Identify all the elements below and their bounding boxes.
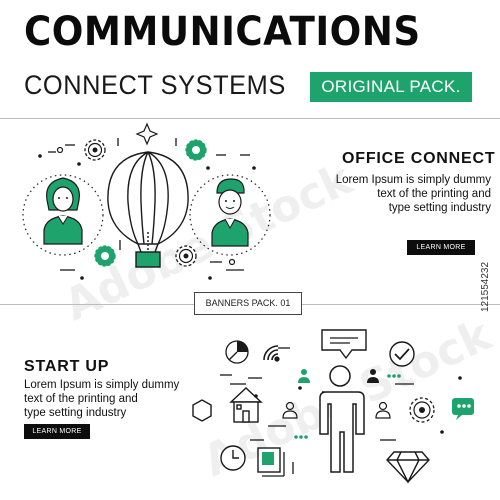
office-connect-text-line: type setting industry xyxy=(388,202,491,214)
checkmark-circle-icon xyxy=(389,341,415,367)
pie-chart-icon xyxy=(225,340,249,364)
gear-icon xyxy=(94,245,116,267)
page-title: COMMUNICATIONS xyxy=(24,9,421,55)
page-subtitle: CONNECT SYSTEMS xyxy=(24,70,286,100)
hexagon-icon xyxy=(192,399,212,422)
office-connect-heading: OFFICE CONNECT xyxy=(342,150,496,167)
dotted-ring xyxy=(22,174,104,256)
start-up-text-line: Lorem Ipsum is simply dummy xyxy=(24,379,180,391)
start-up-heading: START UP xyxy=(24,358,110,375)
person-figure-icon xyxy=(319,365,365,473)
start-up-learn-more-button[interactable]: LEARN MORE xyxy=(24,424,90,439)
gear-icon xyxy=(175,245,197,267)
diamond-icon xyxy=(386,451,430,484)
sparkle-icon xyxy=(135,122,159,146)
start-up-text-line: text of the printing and xyxy=(24,393,138,405)
decorative-dots xyxy=(38,154,256,280)
start-up-text: Lorem Ipsum is simply dummy text of the … xyxy=(24,378,194,420)
decorative-dashes xyxy=(220,347,414,474)
speech-bubble-icon xyxy=(321,329,367,360)
office-connect-text: Lorem Ipsum is simply dummy text of the … xyxy=(331,173,491,215)
start-up-text-line: type setting industry xyxy=(24,407,127,419)
wifi-signal-icon xyxy=(263,345,280,362)
office-connect-learn-more-button[interactable]: LEARN MORE xyxy=(407,240,475,255)
woman-avatar-icon xyxy=(43,177,83,245)
decorative-dashes xyxy=(48,138,250,271)
banners-pack-label: BANNERS PACK. 01 xyxy=(194,292,302,315)
hot-air-balloon-icon xyxy=(107,151,189,268)
clock-icon xyxy=(220,445,246,471)
office-connect-text-line: Lorem Ipsum is simply dummy xyxy=(335,174,491,186)
user-icon xyxy=(282,401,298,419)
top-divider xyxy=(0,118,500,119)
decorative-dots xyxy=(254,374,462,439)
small-circles xyxy=(56,146,236,266)
man-avatar-icon xyxy=(211,178,249,247)
stock-id-label: 121554232 xyxy=(480,261,491,312)
house-icon xyxy=(229,387,263,423)
book-icon xyxy=(257,447,285,477)
chat-icon xyxy=(452,398,474,420)
user-icon xyxy=(298,369,310,383)
user-icon xyxy=(367,369,379,383)
office-connect-text-line: text of the printing and xyxy=(377,188,491,200)
gear-icon xyxy=(185,139,207,161)
user-icon xyxy=(375,401,391,419)
gear-icon xyxy=(84,139,106,161)
dotted-ring xyxy=(189,174,271,256)
gear-icon xyxy=(409,397,435,423)
pack-badge: ORIGINAL PACK. 01 xyxy=(310,72,472,126)
